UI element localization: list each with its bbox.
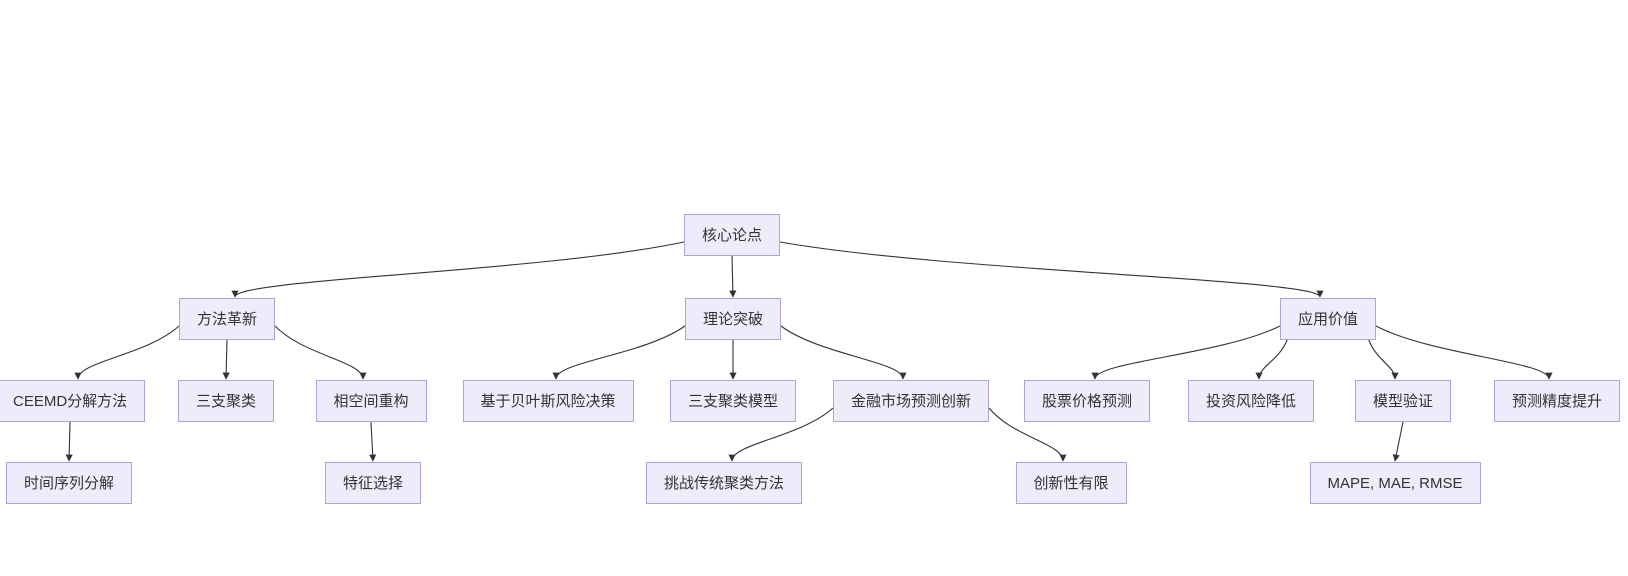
flowchart-node-limited: 创新性有限 (1015, 462, 1127, 504)
edge-value-to-risk (1255, 339, 1288, 380)
flowchart-node-accuracy: 预测精度提升 (1494, 380, 1621, 422)
flowchart-node-three: 三支聚类 (178, 380, 275, 422)
edge-core-to-value (779, 241, 1324, 298)
edge-theory-to-fininno (780, 325, 907, 380)
edge-group (65, 241, 1553, 462)
flowchart-node-stock: 股票价格预测 (1024, 380, 1151, 422)
flowchart-node-metrics: MAPE, MAE, RMSE (1309, 462, 1481, 504)
edge-ceemd-to-tsdecomp (65, 421, 73, 462)
edge-phase-to-featsel (369, 421, 377, 462)
flowchart-node-core: 核心论点 (684, 214, 781, 256)
flowchart-node-fininno: 金融市场预测创新 (833, 380, 990, 422)
edge-value-to-accuracy (1375, 325, 1553, 380)
edge-method-to-three (222, 339, 230, 380)
flowchart-node-twmodel: 三支聚类模型 (670, 380, 797, 422)
edge-core-to-method (231, 241, 685, 298)
flowchart-node-validate: 模型验证 (1355, 380, 1452, 422)
edge-validate-to-metrics (1392, 421, 1404, 462)
edge-value-to-stock (1091, 325, 1281, 380)
flowchart-node-value: 应用价值 (1280, 298, 1377, 340)
flowchart-node-theory: 理论突破 (685, 298, 782, 340)
edge-theory-to-bayes (552, 325, 686, 380)
flowchart-node-bayes: 基于贝叶斯风险决策 (462, 380, 634, 422)
flowchart-node-challenge: 挑战传统聚类方法 (646, 462, 803, 504)
flowchart-node-tsdecomp: 时间序列分解 (6, 462, 133, 504)
flowchart-node-ceemd: CEEMD分解方法 (0, 380, 146, 422)
flowchart-node-risk: 投资风险降低 (1188, 380, 1315, 422)
edge-method-to-phase (274, 325, 367, 380)
edge-core-to-theory (729, 255, 737, 298)
edge-method-to-ceemd (74, 325, 180, 380)
flowchart-node-featsel: 特征选择 (325, 462, 422, 504)
flowchart-node-method: 方法革新 (179, 298, 276, 340)
flowchart-node-phase: 相空间重构 (315, 380, 427, 422)
edge-value-to-validate (1368, 339, 1399, 380)
